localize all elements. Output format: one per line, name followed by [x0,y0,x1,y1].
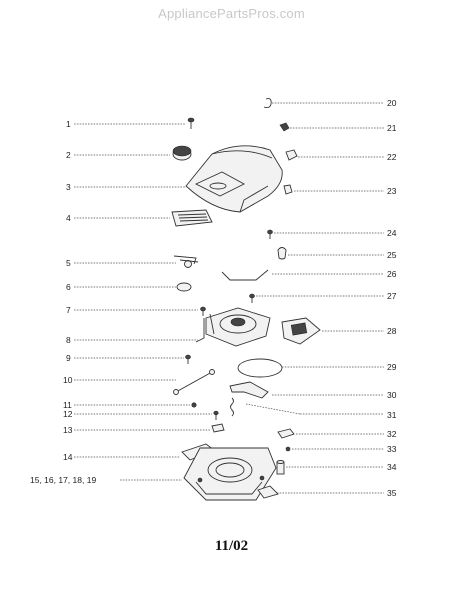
callout-3: 3 [66,182,71,192]
part-4-grille [171,209,213,227]
part-9-screw [185,354,191,364]
part-32-pedal [277,428,295,439]
page-date-code: 11/02 [214,538,249,554]
part-8-motor [195,307,271,347]
part-35-plate [257,485,279,499]
callout-32: 32 [387,429,397,439]
callout-22: 22 [387,152,397,162]
callout-9: 9 [66,353,71,363]
part-10-axle [173,369,215,395]
part-21-bracket [279,122,290,132]
callout-33: 33 [387,444,397,454]
part-7-screw [200,306,206,316]
part-33-fastener [285,446,291,452]
part-25-clip [277,247,287,260]
callout-2: 2 [66,150,71,160]
callout-21: 21 [387,123,397,133]
part-15-19-base [183,447,277,501]
watermark: AppliancePartsPros.com [158,6,305,21]
part-13-bracket [211,423,225,433]
part-29-belt [237,358,283,378]
part-23-latch [283,184,293,195]
callout-4: 4 [66,213,71,223]
part-5-switch [173,255,199,268]
callout-6: 6 [66,282,71,292]
callout-25: 25 [387,250,397,260]
callout-23: 23 [387,186,397,196]
callout-34: 34 [387,462,397,472]
part-31-spring [230,397,234,417]
left-callouts: 1 2 3 4 5 6 7 8 9 10 11 12 13 14 15, 16,… [30,119,212,485]
callout-24: 24 [387,228,397,238]
callout-15-19: 15, 16, 17, 18, 19 [30,475,96,485]
callout-28: 28 [387,326,397,336]
callout-27: 27 [387,291,397,301]
part-30-lever [229,381,269,399]
callout-5: 5 [66,258,71,268]
callout-31: 31 [387,410,397,420]
part-27-screw [249,293,255,303]
part-24-screw [267,229,273,239]
callout-13: 13 [63,425,73,435]
part-6-ring [176,282,192,292]
part-12-screw [213,410,219,420]
part-drawings [171,98,321,501]
callout-14: 14 [63,452,73,462]
callout-30: 30 [387,390,397,400]
part-20-hook [263,98,272,109]
callout-20: 20 [387,98,397,108]
callout-7: 7 [66,305,71,315]
callout-8: 8 [66,335,71,345]
part-2-gear [172,145,192,161]
callout-1: 1 [66,119,71,129]
callout-10: 10 [63,375,73,385]
part-3-hood [185,145,283,213]
part-28-filter [281,317,321,345]
callout-26: 26 [387,269,397,279]
callout-29: 29 [387,362,397,372]
part-22-clip [285,149,298,161]
callout-11: 11 [63,400,72,410]
callout-35: 35 [387,488,397,498]
right-callouts: 20 21 22 23 24 25 26 27 28 29 30 31 32 3… [245,98,397,498]
part-11-nut [191,402,197,408]
part-34-cylinder [276,460,285,475]
part-1-screw [187,117,195,129]
part-26-bumper [221,269,269,281]
callout-12: 12 [63,409,73,419]
